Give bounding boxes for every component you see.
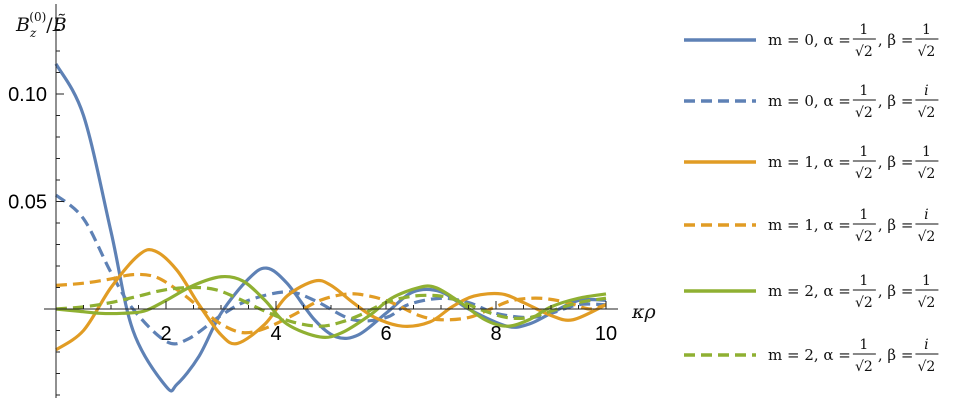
series-line-1 [54,63,607,393]
legend-beta-denominator: √2 [918,229,936,245]
legend-alpha-denominator: √2 [855,44,873,60]
legend-alpha-denominator: √2 [855,229,873,245]
y-axis-label: Bz(0)/B̃ [15,10,67,40]
legend-label-mid: , β = [878,92,914,110]
legend-beta-numerator: 1 [922,273,931,289]
legend: m = 0, α = 1√2, β = 1√2m = 0, α = 1√2, β… [684,22,939,375]
legend-entry-4: m = 1, α = 1√2, β = i√2 [684,207,939,245]
x-tick-label: 10 [595,323,617,345]
legend-entry-2: m = 0, α = 1√2, β = i√2 [684,83,939,121]
x-axis-label: κρ [631,301,656,323]
legend-alpha-denominator: √2 [855,359,873,375]
y-tick-label: 0.10 [8,84,47,106]
legend-label-mid: , β = [878,346,914,364]
legend-alpha-denominator: √2 [855,295,873,311]
legend-entry-3: m = 1, α = 1√2, β = 1√2 [684,144,939,182]
legend-entry-6: m = 2, α = 1√2, β = i√2 [684,337,939,375]
legend-alpha-numerator: 1 [859,83,868,99]
legend-label: m = 0, α = [768,92,851,110]
legend-beta-denominator: √2 [918,166,936,182]
legend-alpha-numerator: 1 [859,273,868,289]
legend-beta-numerator: 1 [922,22,931,38]
legend-alpha-numerator: 1 [859,144,868,160]
legend-label: m = 1, α = [768,153,851,171]
axes [44,4,618,398]
legend-label-mid: , β = [878,282,914,300]
legend-alpha-denominator: √2 [855,166,873,182]
legend-beta-denominator: √2 [918,295,936,311]
x-tick-label: 6 [380,323,391,345]
legend-label-mid: , β = [878,153,914,171]
legend-label: m = 1, α = [768,216,851,234]
legend-label: m = 2, α = [768,282,851,300]
series-line-3 [55,248,607,352]
legend-entry-1: m = 0, α = 1√2, β = 1√2 [684,22,939,60]
legend-alpha-denominator: √2 [855,105,873,121]
legend-label-mid: , β = [878,216,914,234]
legend-label: m = 0, α = [768,31,851,49]
series-line-6 [55,285,607,328]
ticks: 2 4 6 8 10 0.05 0.10 [8,29,617,396]
plot-curves [54,63,607,393]
x-tick-label: 2 [160,323,171,345]
legend-label-mid: , β = [878,31,914,49]
series-line-4 [55,272,607,335]
legend-entry-5: m = 2, α = 1√2, β = 1√2 [684,273,939,311]
legend-beta-denominator: √2 [918,44,936,60]
legend-beta-numerator: i [924,207,928,223]
legend-beta-numerator: i [924,337,928,353]
legend-alpha-numerator: 1 [859,207,868,223]
legend-beta-denominator: √2 [918,359,936,375]
x-tick-label: 8 [490,323,501,345]
x-tick-label: 4 [270,323,281,345]
legend-beta-denominator: √2 [918,105,936,121]
legend-beta-numerator: 1 [922,144,931,160]
legend-beta-numerator: i [924,83,928,99]
legend-alpha-numerator: 1 [859,22,868,38]
series-line-5 [55,274,607,339]
legend-alpha-numerator: 1 [859,337,868,353]
legend-label: m = 2, α = [768,346,851,364]
y-tick-label: 0.05 [8,192,47,214]
